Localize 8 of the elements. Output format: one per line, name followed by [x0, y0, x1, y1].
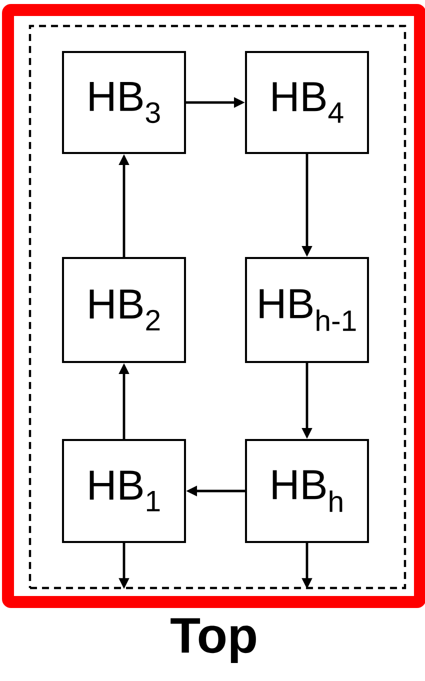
- block-box: HB$_{h-1}$: [245, 257, 369, 363]
- block-box: HB$_{4}$: [245, 51, 369, 154]
- node-label: Top: [170, 618, 256, 663]
- block-box: HB$_{1}$: [62, 439, 186, 543]
- dashed-frame: [28, 24, 406, 590]
- block-box: HB$_{3}$: [62, 51, 186, 154]
- block-box: HB$_{h}$: [245, 439, 369, 543]
- block-box: HB$_{2}$: [62, 257, 186, 363]
